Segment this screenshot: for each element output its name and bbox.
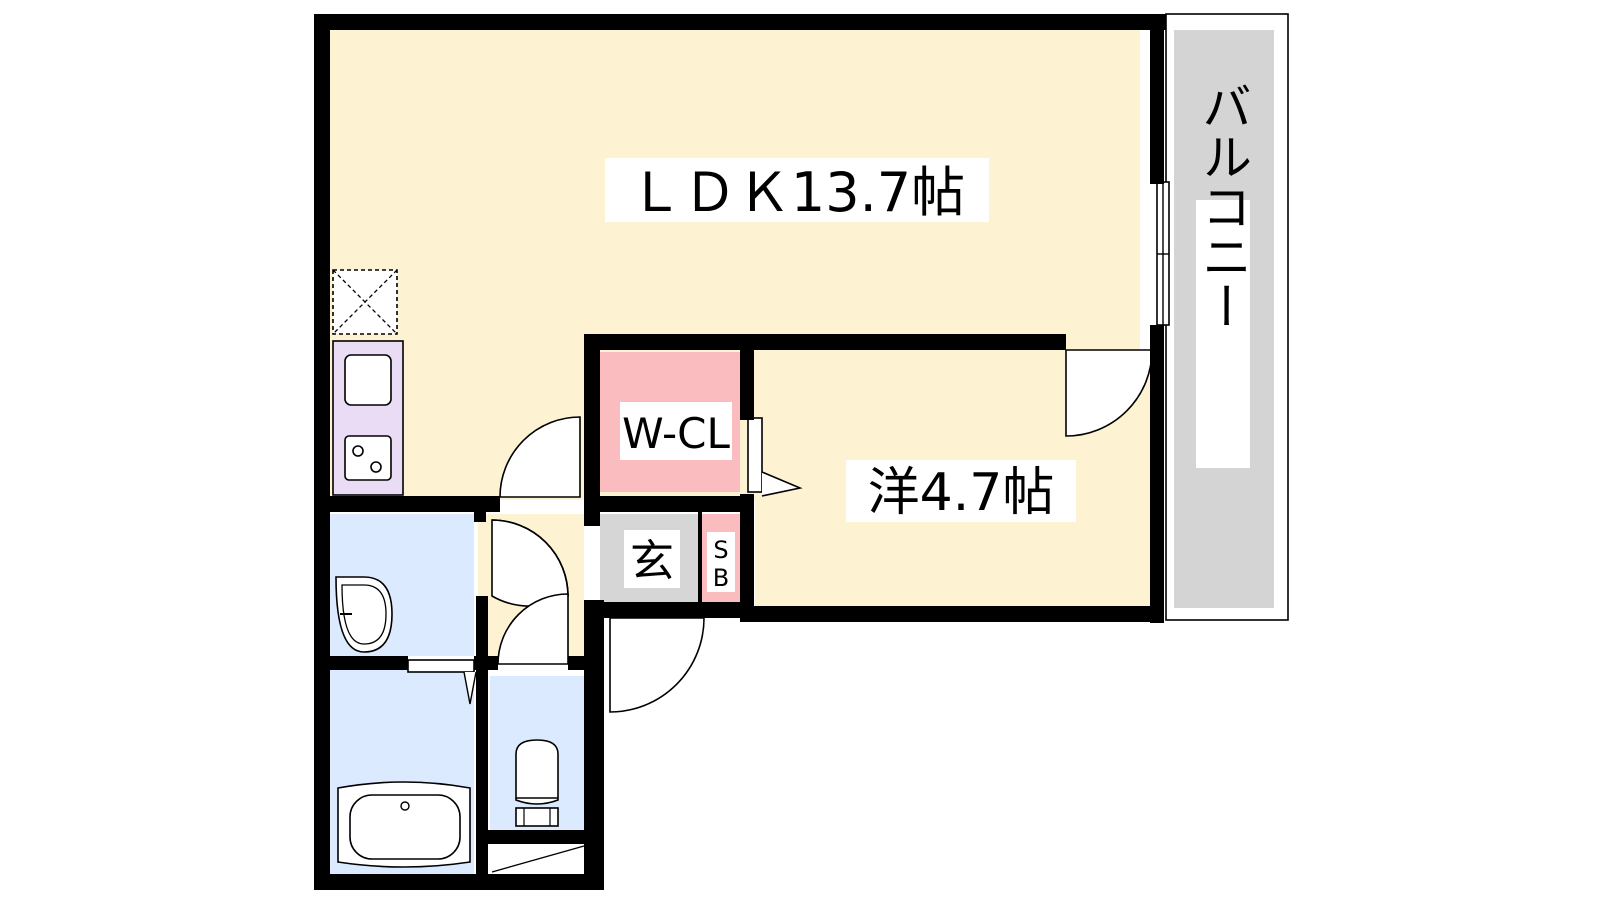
entrance-label: 玄 [624,530,680,588]
bathtub-icon [337,781,471,868]
ldk-label-text: ＬＤＫ13.7帖 [629,161,965,224]
balcony-label: バルコニー [1194,81,1252,468]
western-room-label-text: 洋4.7帖 [868,463,1055,523]
washroom-door-swing [491,519,569,597]
stove-icon [344,435,392,481]
ldk-label: ＬＤＫ13.7帖 [605,158,989,224]
closet-label-text: W-CL [622,409,730,458]
shoe-box-label-bottom: B [713,564,729,592]
ldk-door [499,416,581,498]
balcony-label-text: バルコニー [1194,81,1252,331]
closet-opening [747,417,763,493]
shoe-box-label-top: S [713,536,728,564]
balcony-window [1156,181,1170,326]
storage-diagonal [491,845,585,873]
sink-icon [344,354,392,406]
toilet-door [497,593,569,665]
closet-door-mark [761,471,803,497]
shoe-box-label: S B [707,532,735,592]
walls [314,14,1166,890]
closet-label: W-CL [620,402,732,460]
refrigerator-space-icon [332,269,398,335]
bathroom-door [407,659,477,705]
front-door [609,617,705,713]
toilet-icon [515,739,559,827]
western-room-label: 洋4.7帖 [846,460,1076,523]
entrance-label-text: 玄 [630,536,674,587]
washbasin-icon [335,576,393,653]
